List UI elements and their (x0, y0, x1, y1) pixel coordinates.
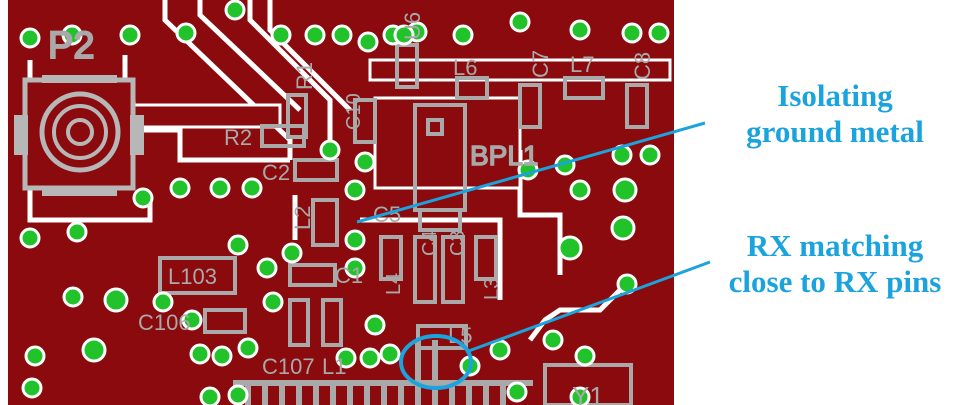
label-l4: L4 (383, 273, 405, 295)
label-c7: C7 (528, 50, 553, 78)
label-l2: L2 (290, 206, 315, 230)
ic-pins (233, 340, 533, 405)
label-l7: L7 (570, 52, 594, 77)
label-c106: C106 (138, 310, 191, 335)
rx-pins-highlight (399, 334, 473, 390)
label-l103: L103 (168, 264, 217, 289)
annotation-line: RX matching (746, 228, 924, 263)
label-c3: C3 (447, 230, 469, 256)
ground-metal-block (373, 96, 522, 190)
ground-metal-island (368, 58, 672, 82)
vias (19, 0, 670, 405)
callout-line-ground (356, 121, 706, 224)
label-c107: C107 (262, 354, 315, 379)
label-p2: P2 (48, 25, 94, 67)
annotation-rx-matching: RX matching close to RX pins (700, 228, 970, 300)
label-bpl1: BPL1 (470, 140, 539, 171)
label-l6: L6 (453, 55, 477, 80)
label-c10: C10 (343, 93, 365, 130)
silkscreen-labels: P2 U6 R1 L6 C7 L7 C8 C10 R2 C2 BPL1 L2 C… (47, 12, 655, 405)
label-c2: C2 (262, 160, 290, 185)
component-outlines (158, 43, 649, 405)
annotation-line: Isolating (777, 78, 893, 113)
annotation-line: ground metal (746, 114, 924, 149)
rf-trace (128, 103, 282, 129)
label-c1: C1 (335, 263, 363, 288)
label-r2: R2 (224, 125, 252, 150)
annotation-line: close to RX pins (728, 264, 942, 299)
label-y1: Y1 (572, 381, 604, 405)
label-u6: U6 (400, 12, 425, 40)
label-l1: L1 (322, 354, 346, 379)
label-c4: C4 (419, 230, 441, 256)
callout-line-rx (465, 260, 711, 354)
annotation-isolating-ground: Isolating ground metal (700, 78, 970, 150)
connector-p2 (14, 75, 144, 196)
label-c8: C8 (630, 52, 655, 80)
label-r1: R1 (292, 62, 317, 90)
label-l3: L3 (481, 278, 503, 300)
